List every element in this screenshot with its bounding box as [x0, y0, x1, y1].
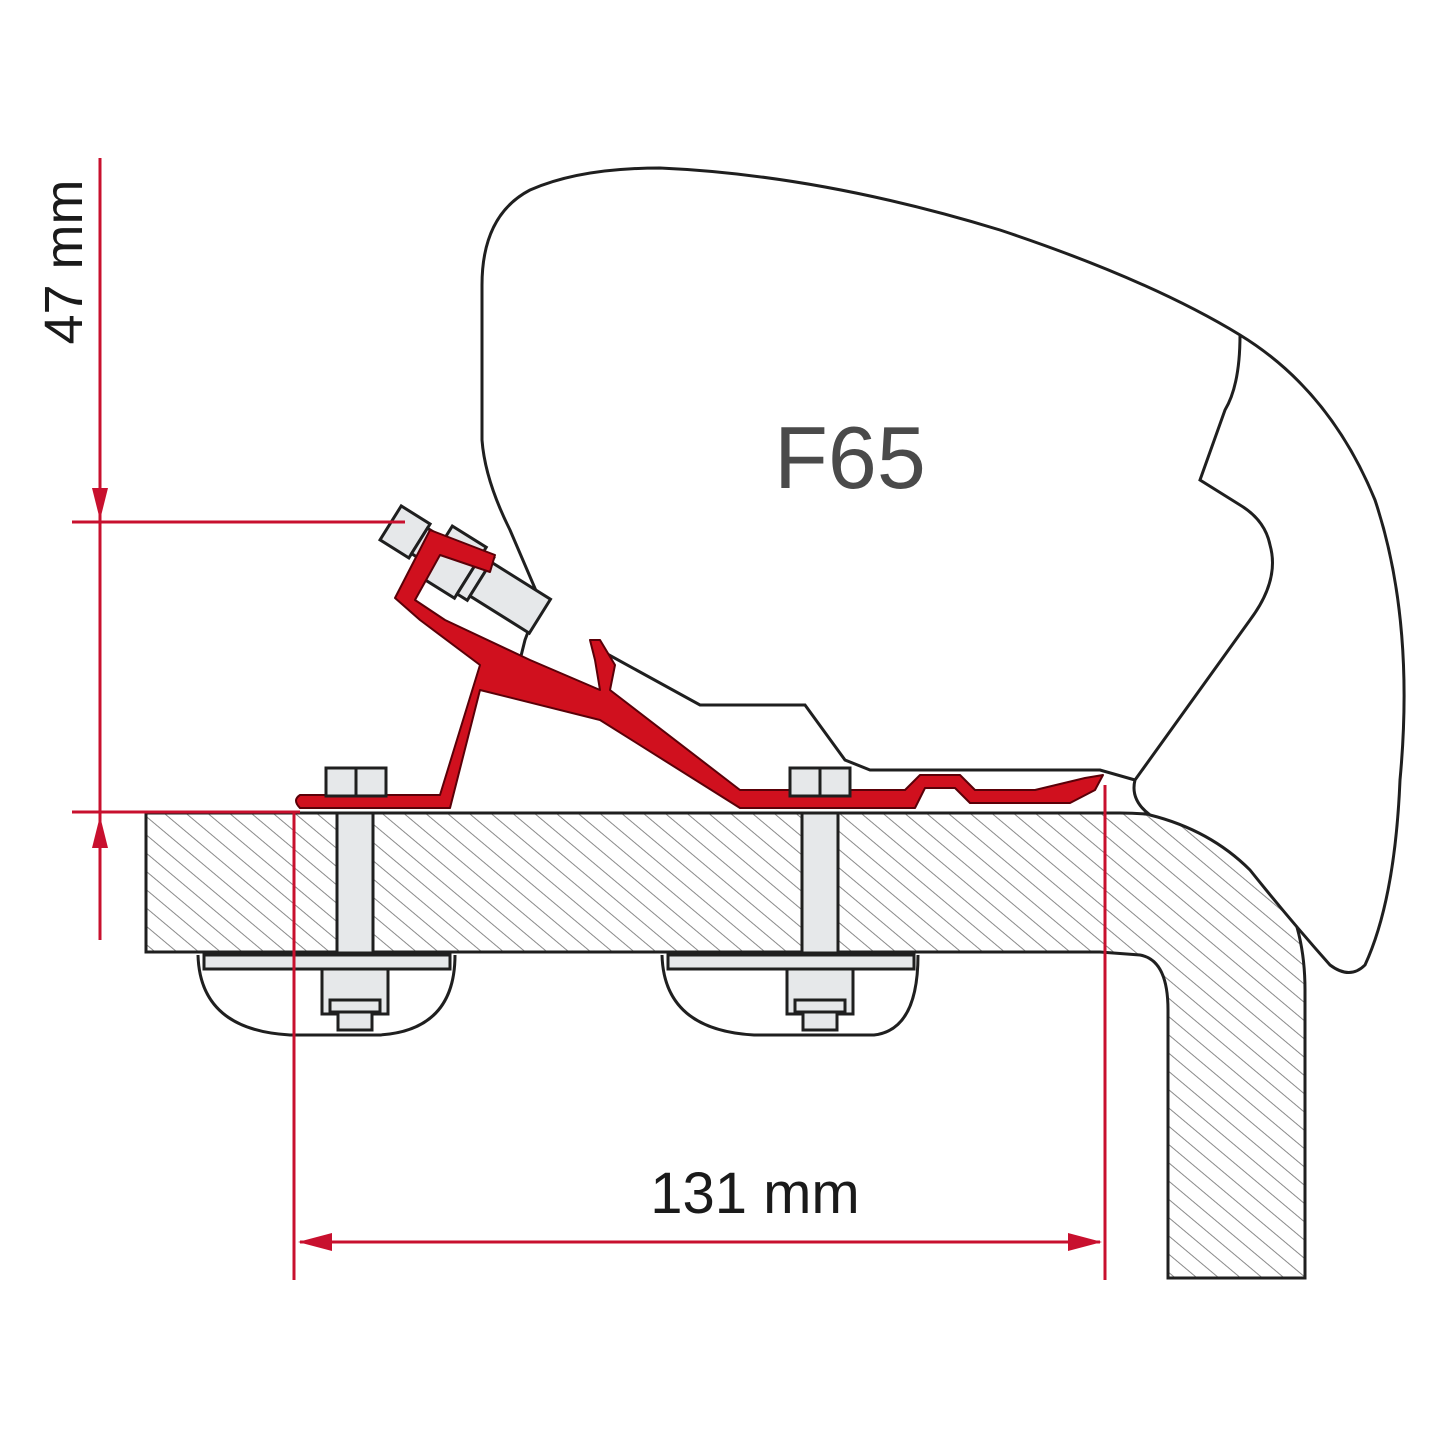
adapter-bracket: [295, 529, 1104, 809]
mount-bolt-left: [196, 766, 457, 1037]
width-dimension: [292, 785, 1107, 1280]
height-dimension-label: 47 mm: [34, 179, 94, 344]
model-label: F65: [774, 408, 926, 507]
width-dimension-label: 131 mm: [650, 1161, 860, 1226]
mount-bolt-right: [660, 766, 920, 1037]
clamp-bolt: [377, 503, 553, 636]
awning-housing: F65: [480, 166, 1406, 974]
height-dimension: [72, 158, 405, 940]
